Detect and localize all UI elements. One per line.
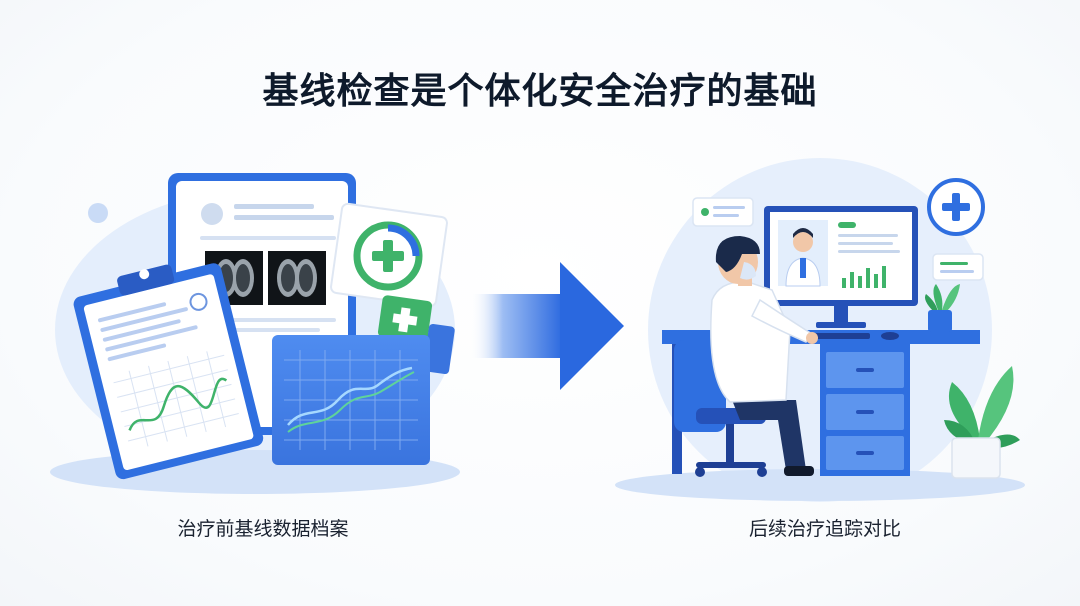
decor-dot <box>88 203 108 223</box>
clipboard-icon <box>73 263 264 480</box>
line-chart-icon <box>272 335 430 465</box>
right-caption: 后续治疗追踪对比 <box>748 518 901 540</box>
arrow-right-icon <box>470 262 624 390</box>
left-caption: 治疗前基线数据档案 <box>177 518 349 540</box>
medical-cross-icon <box>330 202 448 308</box>
medical-cross-icon <box>927 178 985 236</box>
chat-bubble-icon <box>932 253 984 281</box>
plant-icon <box>925 284 960 332</box>
plant-icon <box>944 366 1020 479</box>
medical-cross-icon <box>377 295 455 375</box>
right-shadow <box>615 469 1025 501</box>
page-title: 基线检查是个体化安全治疗的基础 <box>262 71 818 112</box>
chat-bubble-icon <box>692 197 754 227</box>
follow-up-tracking-illustration <box>615 158 1025 502</box>
baseline-records-illustration <box>50 173 460 494</box>
doctor-icon <box>710 236 818 476</box>
monitor-icon <box>764 206 918 328</box>
